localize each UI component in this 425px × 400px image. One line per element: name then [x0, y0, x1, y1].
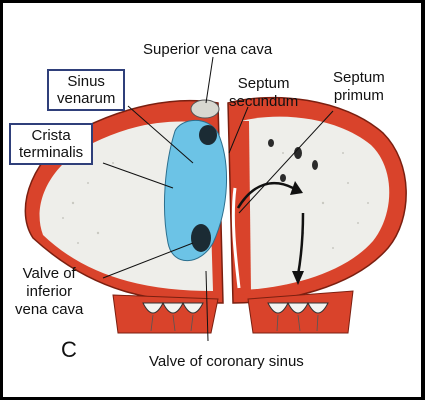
label-superior-vena-cava: Superior vena cava: [143, 41, 273, 58]
arrow-head-1: [290, 181, 303, 195]
svc-opening: [190, 99, 220, 119]
septum-secundum-band: [241, 121, 251, 295]
heart-illustration: [24, 56, 407, 342]
flow-arrows: [236, 181, 305, 276]
leader-lines: [102, 56, 334, 342]
septum-primum-flap: [231, 187, 241, 289]
right-ventricle-top: [112, 294, 219, 334]
label-valve-of-coronary-sinus: Valve of coronary sinus: [149, 353, 304, 370]
label-septum-secundum: Septum secundum: [229, 75, 299, 110]
figure-panel: Superior vena cava Sinus venarum Septum …: [3, 3, 421, 397]
valve-leaflets: [142, 301, 329, 314]
left-atrium-chamber: [241, 116, 390, 290]
label-septum-primum: Septum primum: [333, 69, 385, 104]
arrow-head-2: [292, 271, 304, 285]
sinus-dark-opening: [199, 125, 217, 145]
label-crista-terminalis: Crista terminalis: [9, 123, 94, 165]
chordae: [150, 314, 319, 332]
ivc-dark-opening: [191, 224, 211, 252]
label-sinus-venarum: Sinus venarum: [47, 69, 126, 111]
pulmonary-vein-openings: [268, 139, 318, 182]
panel-letter: C: [61, 337, 77, 362]
label-valve-of-ivc: Valve of inferior vena cava: [15, 265, 84, 318]
